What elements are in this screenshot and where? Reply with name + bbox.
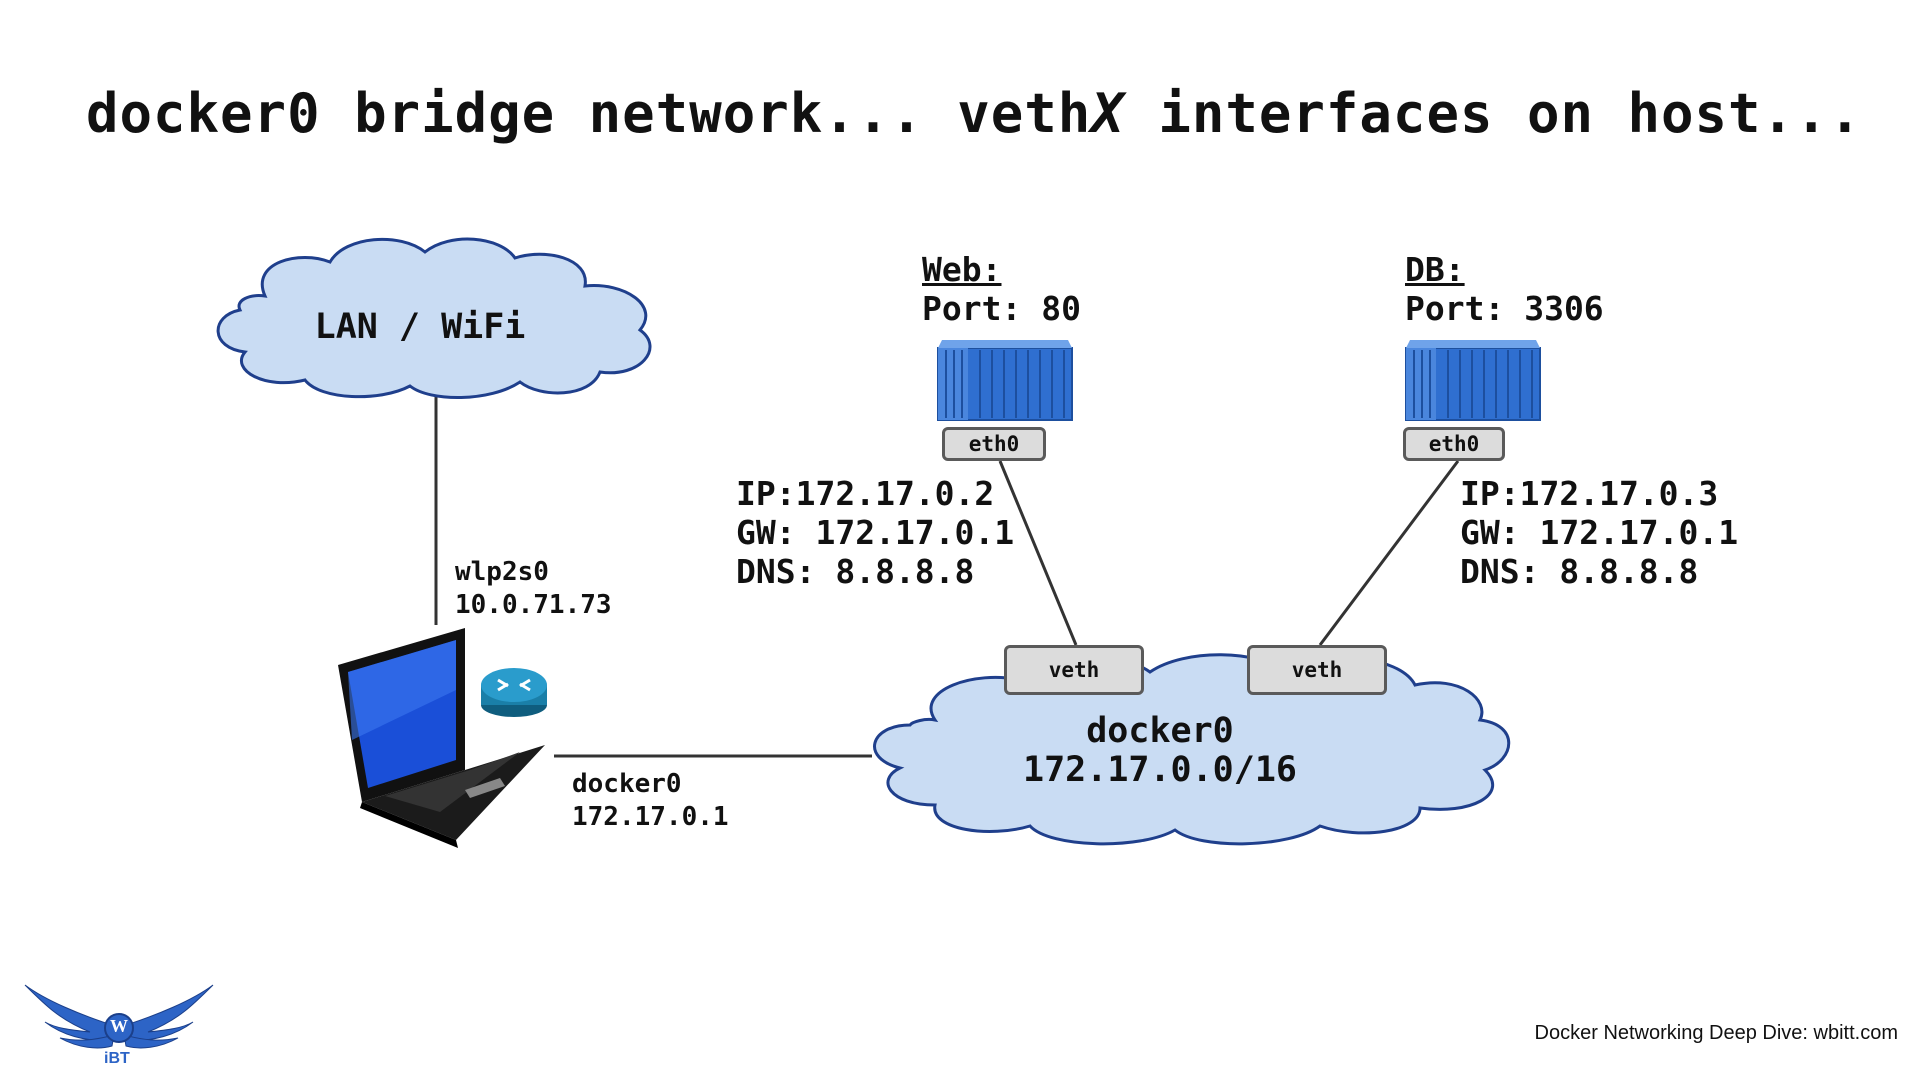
web-eth0-to-veth-link (998, 460, 1078, 646)
wifi-interface-name: wlp2s0 (455, 557, 549, 587)
wifi-interface-label: wlp2s0 10.0.71.73 (455, 556, 612, 622)
wifi-interface-ip: 10.0.71.73 (455, 590, 612, 620)
web-ip: IP:172.17.0.2 (736, 474, 995, 513)
db-eth0-to-veth-link (1318, 460, 1460, 646)
logo-text: iBT (104, 1050, 130, 1067)
logo-letter: W (110, 1016, 128, 1036)
web-eth0-box: eth0 (942, 427, 1046, 461)
web-container-netinfo: IP:172.17.0.2 GW: 172.17.0.1 DNS: 8.8.8.… (736, 474, 1014, 591)
wbitt-logo (24, 984, 214, 1049)
db-dns: DNS: 8.8.8.8 (1460, 552, 1699, 591)
docker0-cloud-label: docker0 172.17.0.0/16 (1010, 712, 1310, 790)
db-eth0-box: eth0 (1403, 427, 1505, 461)
docker0-cloud (873, 653, 1511, 846)
web-gateway: GW: 172.17.0.1 (736, 513, 1015, 552)
docker0-cloud-subnet: 172.17.0.0/16 (1023, 750, 1297, 790)
web-container-port: Port: 80 (922, 289, 1081, 328)
db-container-netinfo: IP:172.17.0.3 GW: 172.17.0.1 DNS: 8.8.8.… (1460, 474, 1738, 591)
web-container-icon (937, 340, 1073, 421)
docker0-cloud-name: docker0 (1086, 711, 1234, 751)
web-container-name: Web: (922, 250, 1002, 289)
lan-cloud-label: LAN / WiFi (314, 307, 526, 347)
slide-title: docker0 bridge network... vethX interfac… (86, 82, 1863, 145)
router-icon (481, 668, 547, 717)
db-veth-box: veth (1247, 645, 1387, 695)
footer-credit: Docker Networking Deep Dive: wbitt.com (1534, 1022, 1898, 1044)
docker0-host-ip: 172.17.0.1 (572, 802, 729, 832)
web-dns: DNS: 8.8.8.8 (736, 552, 975, 591)
web-container-header: Web: Port: 80 (922, 250, 1081, 328)
db-container-name: DB: (1405, 250, 1465, 289)
laptop-icon (338, 628, 545, 848)
lan-cloud (216, 237, 652, 399)
web-veth-box: veth (1004, 645, 1144, 695)
db-container-icon (1405, 340, 1541, 421)
db-gateway: GW: 172.17.0.1 (1460, 513, 1739, 552)
docker0-host-iface: docker0 (572, 769, 682, 799)
db-ip: IP:172.17.0.3 (1460, 474, 1719, 513)
docker0-host-label: docker0 172.17.0.1 (572, 768, 729, 834)
db-container-port: Port: 3306 (1405, 289, 1604, 328)
db-container-header: DB: Port: 3306 (1405, 250, 1604, 328)
